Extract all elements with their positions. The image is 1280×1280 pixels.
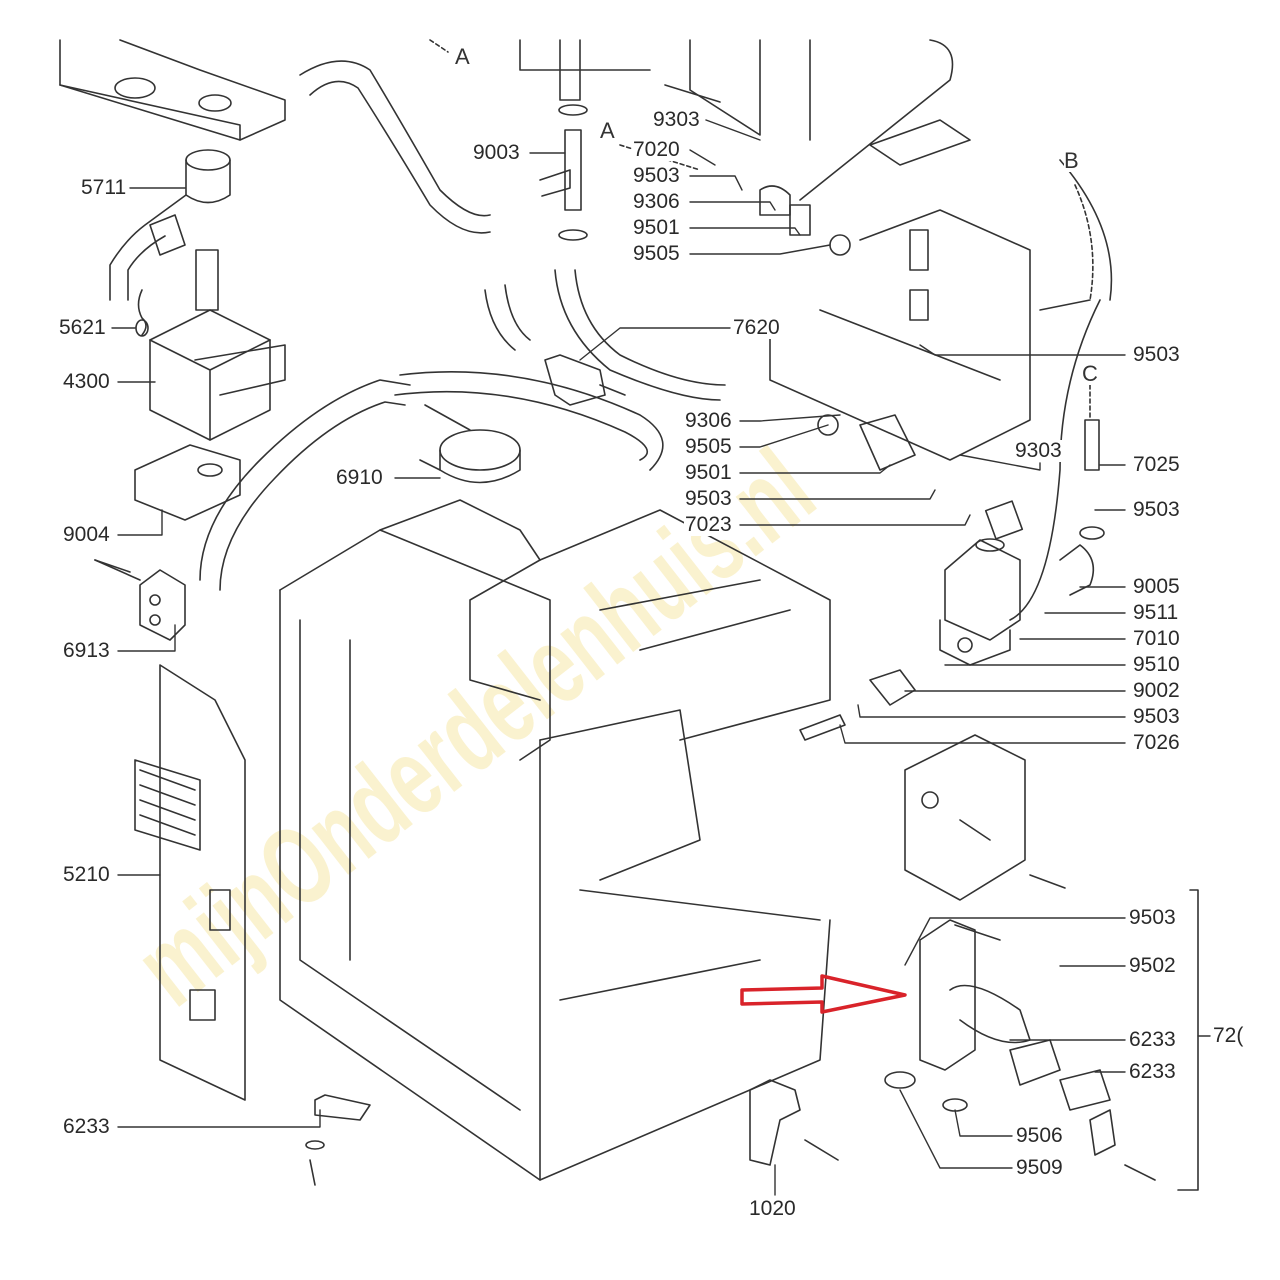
part-label: 9303 xyxy=(1014,439,1063,462)
assembly-72 xyxy=(884,889,1199,1191)
part-label: 5621 xyxy=(58,316,107,339)
part-label: 9501 xyxy=(684,461,733,484)
part-label: 7620 xyxy=(732,316,781,339)
part-4300 xyxy=(149,249,286,441)
flow-marker-c: C xyxy=(1082,361,1098,386)
part-label: 7025 xyxy=(1132,453,1181,476)
part-5621-wire xyxy=(137,289,147,336)
part-label: 9509 xyxy=(1015,1156,1064,1179)
part-9002 xyxy=(869,669,916,706)
part-6910 xyxy=(419,404,521,484)
part-label: 9503 xyxy=(1128,906,1177,929)
part-5210-pcb xyxy=(134,664,246,1101)
flow-marker-a: A xyxy=(600,118,615,143)
part-label: 9503 xyxy=(1132,498,1181,521)
part-label: 5210 xyxy=(62,863,111,886)
part-label: 9505 xyxy=(684,435,733,458)
bracket-lower-right xyxy=(904,734,1026,901)
part-9003 xyxy=(519,39,651,241)
screws xyxy=(94,84,1156,1186)
part-label: 5711 xyxy=(80,176,128,199)
part-label: 7010 xyxy=(1132,627,1181,650)
part-label: 9306 xyxy=(632,190,681,213)
part-label: 9501 xyxy=(632,216,681,239)
bracket-top-right xyxy=(689,39,1031,461)
part-label: 6233 xyxy=(1128,1028,1177,1051)
part-label: 6233 xyxy=(1128,1060,1177,1083)
part-label: 9503 xyxy=(1132,343,1181,366)
flow-marker-b: B xyxy=(1064,148,1079,173)
part-label: 9511 xyxy=(1132,601,1180,624)
tank-base xyxy=(59,39,286,141)
part-label: 9004 xyxy=(62,523,111,546)
part-5711 xyxy=(109,149,231,301)
part-7620 xyxy=(544,354,626,406)
part-label: 9506 xyxy=(1015,1124,1064,1147)
part-label: 9002 xyxy=(1132,679,1181,702)
part-7026 xyxy=(799,714,846,741)
part-label: 9005 xyxy=(1132,575,1181,598)
part-label: 6910 xyxy=(335,466,384,489)
part-label: 6233 xyxy=(62,1115,111,1138)
hoses-left xyxy=(199,60,726,591)
part-6913 xyxy=(94,559,186,641)
part-label: 7023 xyxy=(684,513,733,536)
part-label: 9502 xyxy=(1128,954,1177,977)
parts-middle-right xyxy=(759,159,1113,621)
flow-arrows xyxy=(429,39,1094,421)
part-label: 9003 xyxy=(472,141,521,164)
part-label: 72( xyxy=(1212,1024,1245,1047)
part-label: 9503 xyxy=(632,164,681,187)
part-6233-left xyxy=(305,1094,371,1150)
part-7010 xyxy=(939,538,1021,666)
flow-marker-a: A xyxy=(455,44,470,69)
part-label: 7020 xyxy=(632,138,681,161)
part-9005 xyxy=(1059,526,1105,596)
part-label: 1020 xyxy=(748,1197,797,1220)
part-label: 9505 xyxy=(632,242,681,265)
part-label: 9503 xyxy=(684,487,733,510)
part-1020 xyxy=(749,1079,801,1166)
part-label: 9306 xyxy=(684,409,733,432)
highlight-arrow xyxy=(740,974,907,1014)
part-9004 xyxy=(134,444,241,521)
part-label: 9303 xyxy=(652,108,701,131)
part-label: 9510 xyxy=(1132,653,1181,676)
part-label: 9503 xyxy=(1132,705,1181,728)
leader-lines xyxy=(111,119,1211,1196)
part-5621 xyxy=(135,319,149,337)
part-label: 7026 xyxy=(1132,731,1181,754)
part-label: 6913 xyxy=(62,639,111,662)
part-label: 4300 xyxy=(62,370,111,393)
main-housing xyxy=(279,499,831,1181)
